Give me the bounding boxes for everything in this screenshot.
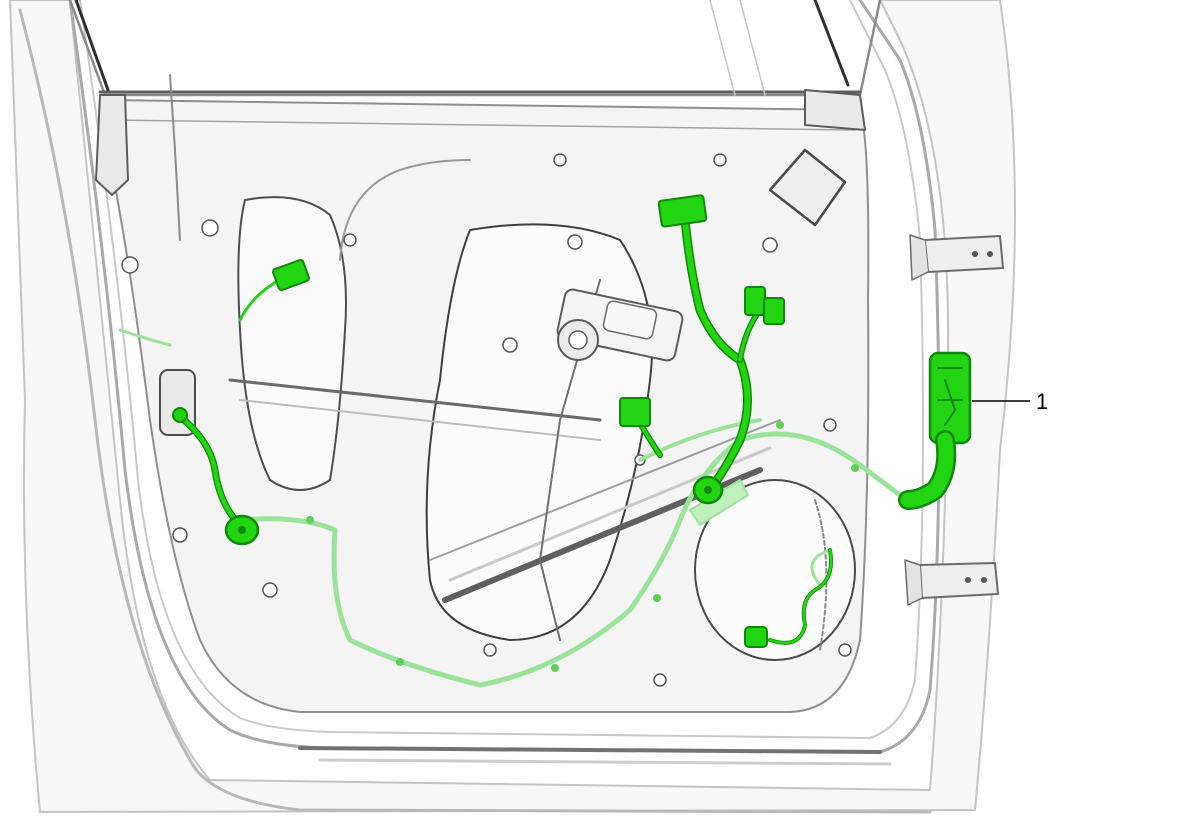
connector-upper [657,194,708,228]
regulator-rail-diagonal-2 [448,446,772,582]
inner-panel-right-bracket [804,89,866,131]
harness-faded-tape-clip [689,479,749,526]
connector-handle [272,259,310,291]
regulator-rail-diagonal-3 [429,419,781,561]
harness-faded-branch-speaker [810,548,832,587]
lock-rod [169,74,181,241]
window-frame-left-pillar [68,0,882,97]
inner-panel-top-flange [111,119,856,131]
callout-1: 1 [972,389,1048,414]
harness-branch-speaker-core [768,548,833,645]
access-cover-diamond [768,148,847,227]
door-outer-body [9,0,1016,813]
door-wiring-harness [172,194,972,648]
harness-faded-clips [306,421,859,672]
connector-block-elbow-core [900,432,954,508]
harness-faded-main-loop [237,431,903,688]
window-frame-dark-edge-left [74,0,110,92]
grommet-lower-left-center [238,526,246,534]
lower-sill-trim [298,746,882,754]
regulator-cable-horizontal [228,378,602,422]
window-frame-dark-edge-right [813,0,850,87]
speaker-opening-rib [814,499,828,651]
grommet-center-core [704,486,712,494]
access-opening-left [237,196,347,491]
connector-twin-b [763,297,785,325]
regulator-cable-horizontal-2 [239,399,601,441]
window-motor [556,288,684,362]
harness-branch-latch-core [175,412,243,528]
speaker-opening [694,479,856,661]
connector-twin-a [744,286,766,316]
connector-motor [619,397,651,427]
upper-cable [339,159,471,261]
lower-hinge [904,559,999,606]
connector-latch [172,407,188,423]
upper-hinge [909,234,1004,281]
connector-block [898,351,972,510]
connector-speaker [744,626,768,648]
mounting-bolts [121,153,852,687]
callout-1-label: 1 [1036,389,1048,414]
inner-door-panel [95,74,1004,766]
window-glass-channel [709,0,766,96]
door-frame-outer-edge [18,8,932,814]
inner-panel-left-bracket [95,94,129,196]
harness-faded-left-stub [118,328,172,347]
connector-block-detail [937,367,963,426]
lower-sill-trim-shadow [318,758,892,766]
